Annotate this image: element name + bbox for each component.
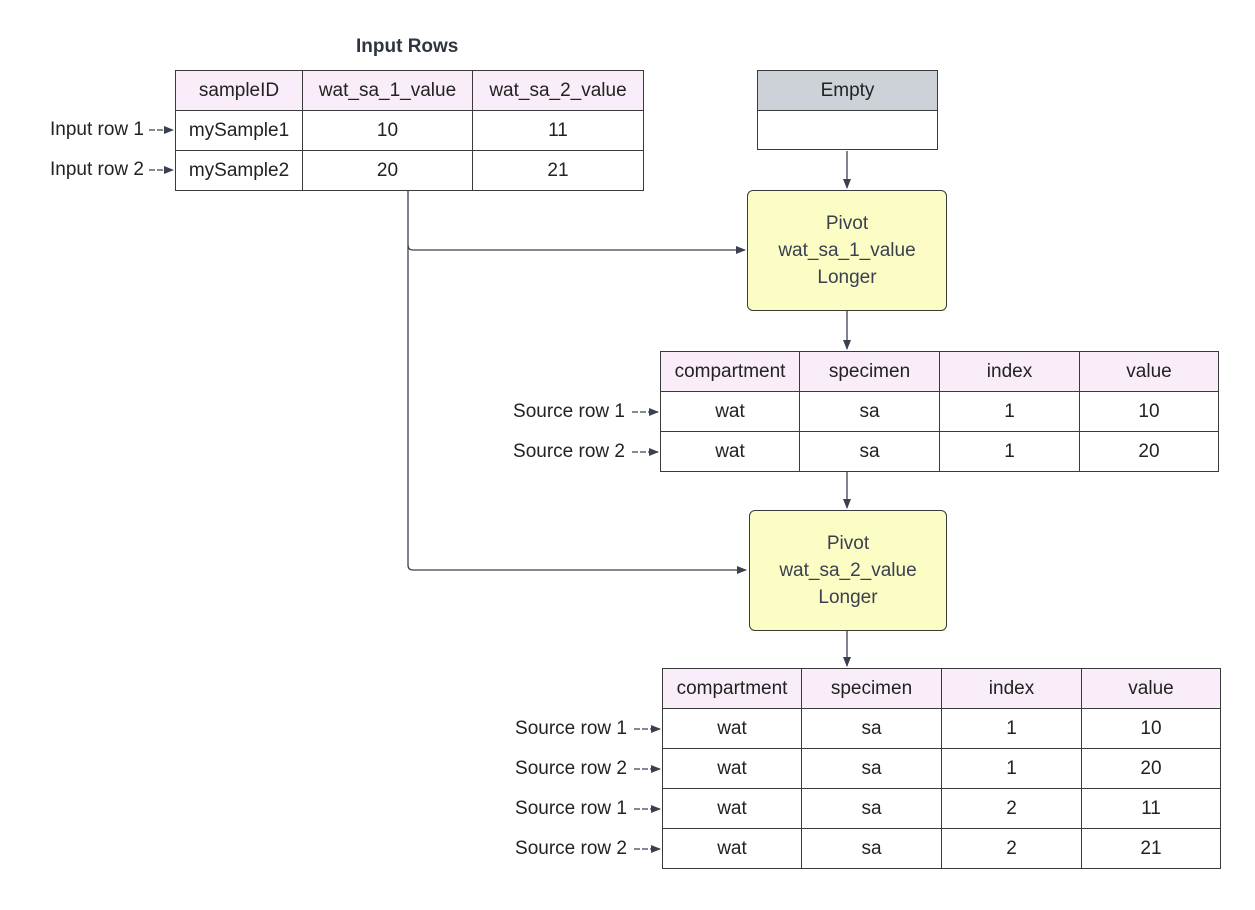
source-row-label: Source row 1: [515, 718, 627, 739]
connector-input-to-pivot1: [407, 190, 746, 254]
table-cell: wat: [660, 391, 800, 432]
table-header-row: compartment specimen index value: [660, 351, 1219, 392]
table-cell: sa: [801, 788, 942, 829]
table-cell: mySample2: [175, 150, 303, 191]
column-header: compartment: [660, 351, 800, 392]
table-row: mySample1 10 11: [175, 110, 644, 151]
table-cell: 20: [1079, 431, 1219, 472]
pivot-line: wat_sa_1_value: [778, 240, 916, 261]
pivot-line: wat_sa_2_value: [779, 560, 917, 581]
column-header: value: [1081, 668, 1221, 709]
table-cell: wat: [662, 708, 802, 749]
table-cell: 21: [472, 150, 644, 191]
table-cell: 20: [302, 150, 473, 191]
source-row-label: Source row 2: [515, 758, 627, 779]
table-cell: sa: [801, 748, 942, 789]
pivot2-output-table: compartment specimen index value wat sa …: [662, 668, 1221, 869]
empty-node: Empty: [757, 70, 938, 150]
pivot-line: Pivot: [825, 213, 869, 234]
table-row: wat sa 1 20: [660, 431, 1219, 472]
table-row: wat sa 1 10: [660, 391, 1219, 432]
table-cell: 1: [939, 431, 1080, 472]
table-cell: 11: [472, 110, 644, 151]
table-cell: sa: [801, 828, 942, 869]
table-cell: sa: [801, 708, 942, 749]
empty-node-header: Empty: [758, 71, 937, 111]
column-header: index: [941, 668, 1082, 709]
table-cell: 20: [1081, 748, 1221, 789]
column-header: wat_sa_1_value: [302, 70, 473, 111]
table-cell: 2: [941, 788, 1082, 829]
pivot1-output-table: compartment specimen index value wat sa …: [660, 351, 1219, 472]
source-row-label: Source row 2: [515, 838, 627, 859]
pivot-line: Longer: [818, 587, 878, 608]
table-cell: 10: [302, 110, 473, 151]
table-cell: 1: [941, 708, 1082, 749]
table-row: mySample2 20 21: [175, 150, 644, 191]
column-header: sampleID: [175, 70, 303, 111]
table-cell: wat: [662, 828, 802, 869]
table-cell: 11: [1081, 788, 1221, 829]
table-cell: 1: [941, 748, 1082, 789]
column-header: value: [1079, 351, 1219, 392]
table-row: wat sa 1 20: [662, 748, 1221, 789]
input-row-label: Input row 1: [50, 119, 144, 140]
column-header: index: [939, 351, 1080, 392]
table-cell: sa: [799, 391, 940, 432]
column-header: specimen: [799, 351, 940, 392]
table-cell: 2: [941, 828, 1082, 869]
table-cell: 10: [1079, 391, 1219, 432]
pivot-node-2: Pivot wat_sa_2_value Longer: [749, 510, 947, 631]
row-arrows: [149, 126, 661, 853]
table-row: wat sa 1 10: [662, 708, 1221, 749]
input-table: sampleID wat_sa_1_value wat_sa_2_value m…: [175, 70, 644, 191]
column-header: wat_sa_2_value: [472, 70, 644, 111]
source-row-label: Source row 2: [513, 441, 625, 462]
table-cell: 21: [1081, 828, 1221, 869]
source-row-label: Source row 1: [513, 401, 625, 422]
input-rows-title: Input Rows: [356, 36, 459, 57]
table-cell: mySample1: [175, 110, 303, 151]
column-header: compartment: [662, 668, 802, 709]
table-cell: sa: [799, 431, 940, 472]
pivot-line: Longer: [817, 267, 877, 288]
connector-input-to-pivot2: [407, 245, 747, 574]
table-header-row: compartment specimen index value: [662, 668, 1221, 709]
table-cell: wat: [662, 748, 802, 789]
table-cell: 10: [1081, 708, 1221, 749]
table-cell: 1: [939, 391, 1080, 432]
source-row-label: Source row 1: [515, 798, 627, 819]
table-cell: wat: [660, 431, 800, 472]
input-row-label: Input row 2: [50, 159, 144, 180]
table-row: wat sa 2 21: [662, 828, 1221, 869]
pivot-node-1: Pivot wat_sa_1_value Longer: [747, 190, 947, 311]
column-header: specimen: [801, 668, 942, 709]
table-header-row: sampleID wat_sa_1_value wat_sa_2_value: [175, 70, 644, 111]
table-row: wat sa 2 11: [662, 788, 1221, 829]
pivot-line: Pivot: [826, 533, 870, 554]
table-cell: wat: [662, 788, 802, 829]
